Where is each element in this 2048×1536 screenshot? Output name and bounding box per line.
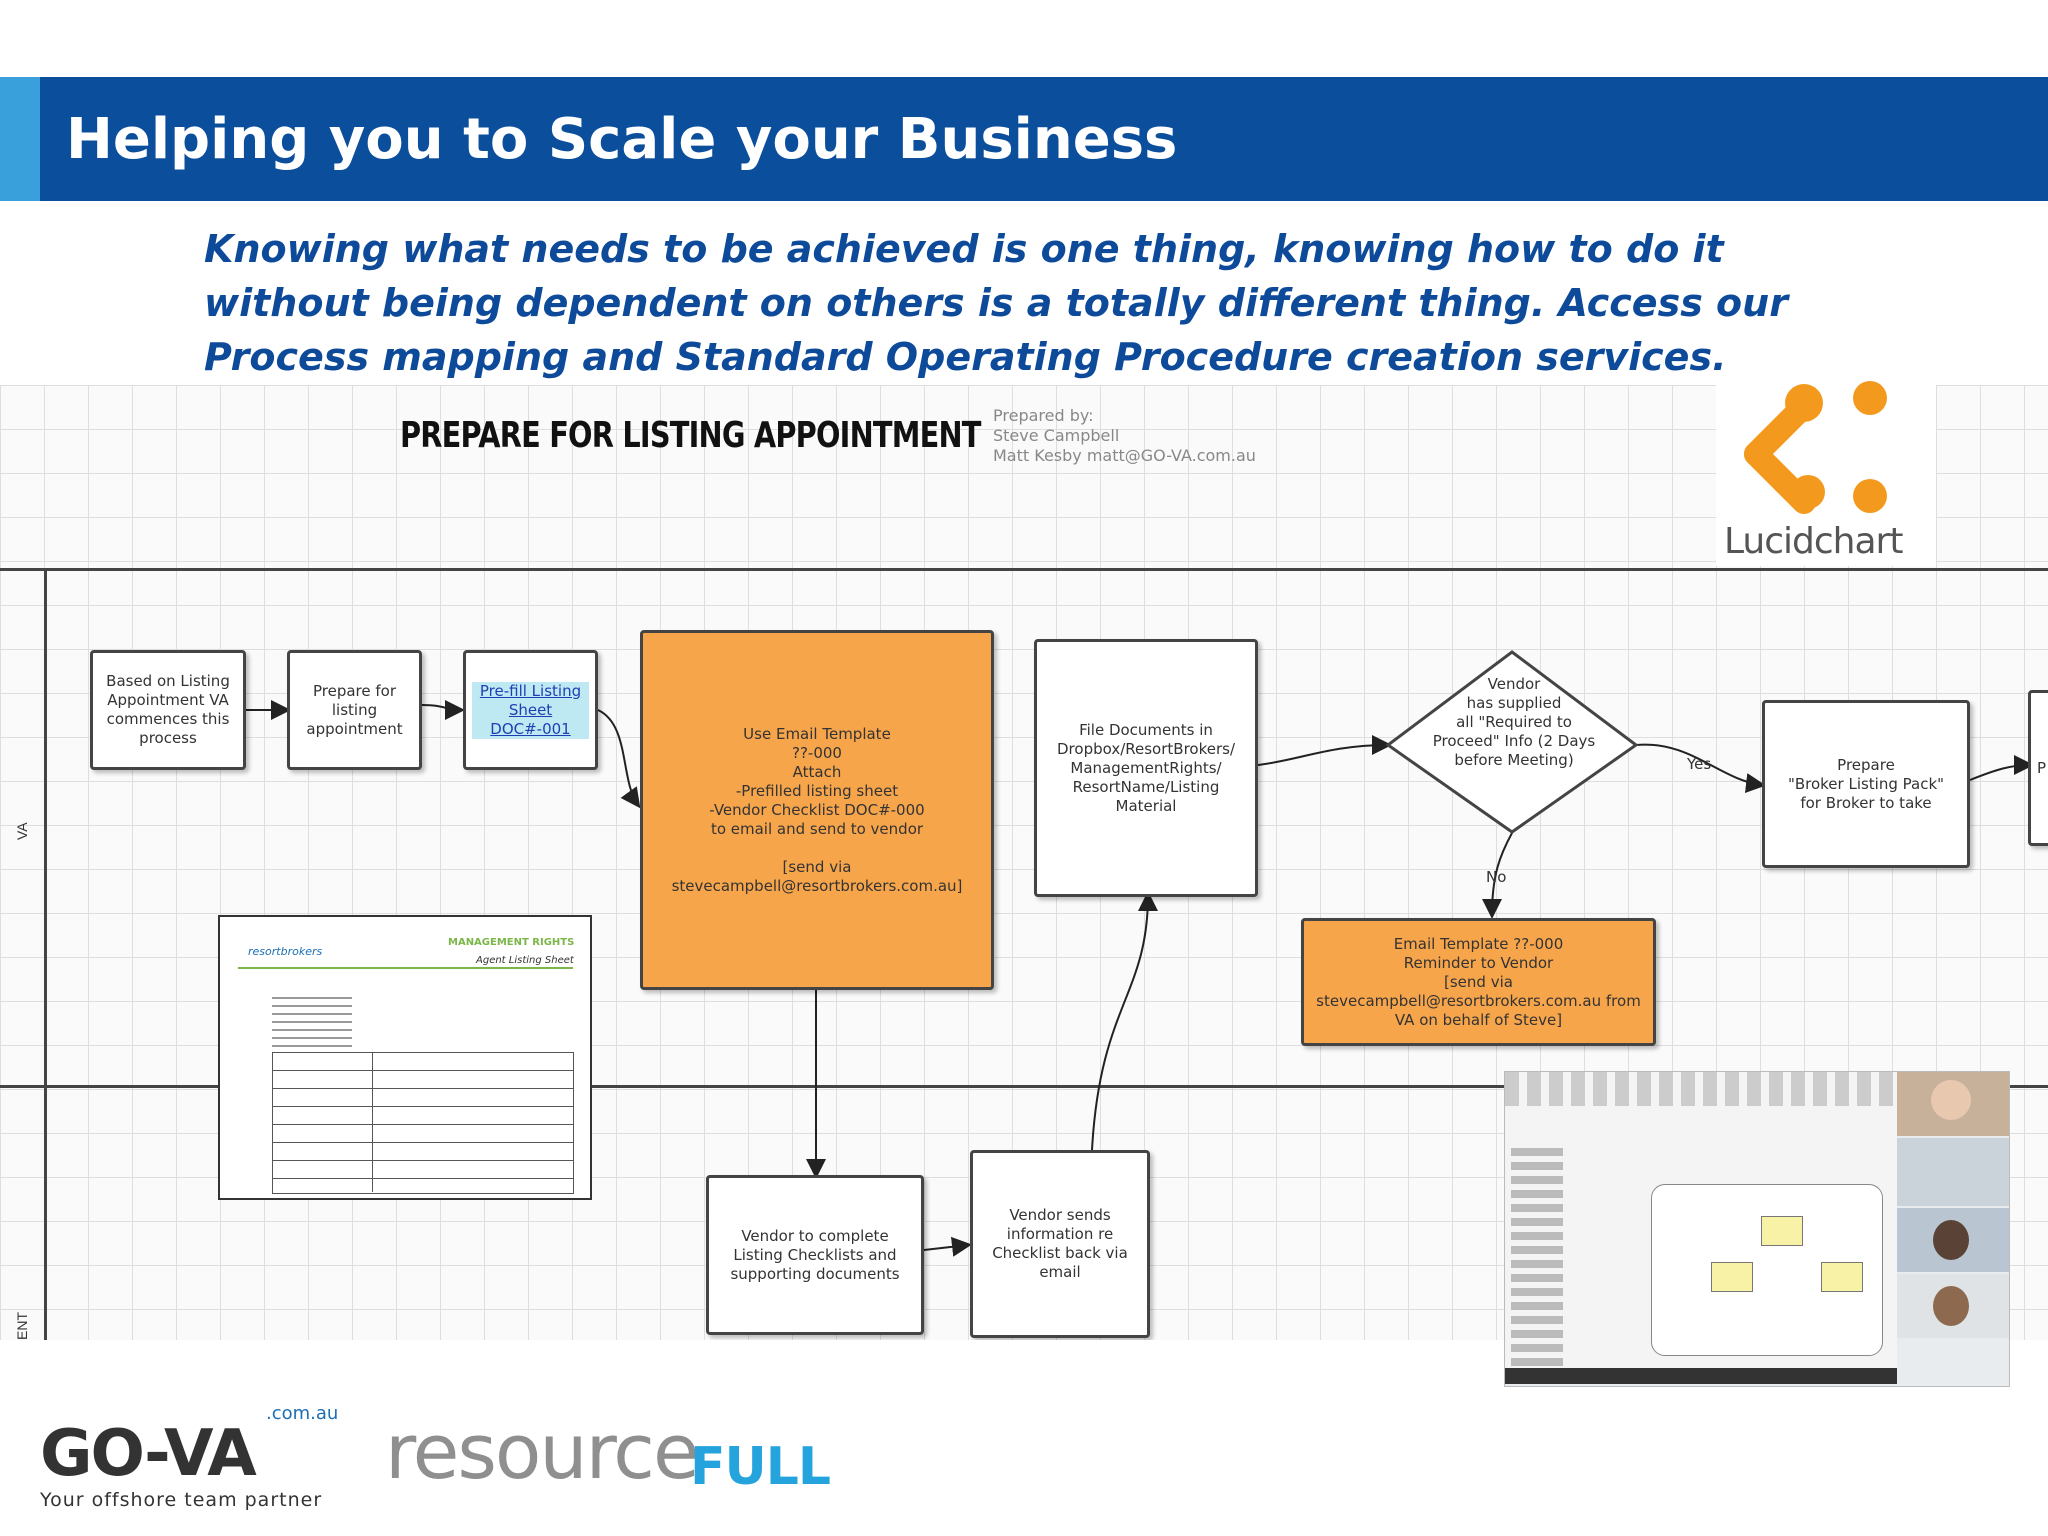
resourcefull-part2: FULL — [690, 1437, 831, 1497]
go-va-domain: .com.au — [266, 1403, 339, 1424]
decision-vendor-supplied[interactable]: Vendor has supplied all "Required to Pro… — [1432, 675, 1596, 769]
label-yes: Yes — [1687, 755, 1712, 773]
arrow-decision-n6 — [1635, 743, 1766, 794]
node-file-documents[interactable]: File Documents in Dropbox/ResortBrokers/… — [1034, 639, 1258, 897]
node-use-email-template[interactable]: Use Email Template ??-000 Attach -Prefil… — [640, 630, 994, 990]
flow-connectors — [246, 650, 2034, 1257]
prepared-by-name: Steve Campbell — [993, 426, 1120, 445]
lane-top-line — [0, 568, 2048, 571]
flowchart-canvas: PREPARE FOR LISTING APPOINTMENT Prepared… — [0, 385, 2048, 1340]
arrow-decision-n7 — [1482, 832, 1513, 919]
arrow-n8-n9 — [923, 1236, 972, 1257]
participant-face-icon — [1933, 1286, 1969, 1326]
doc-form-table — [272, 1052, 574, 1194]
arrow-n3-n4 — [597, 709, 641, 809]
listing-sheet-thumbnail: resortbrokers MANAGEMENT RIGHTS Agent Li… — [218, 915, 592, 1200]
doc-heading-2: Agent Listing Sheet — [476, 955, 574, 966]
doc-note-lines — [272, 997, 352, 1047]
doc-rule — [238, 967, 573, 969]
page-title: Helping you to Scale your Business — [66, 107, 1178, 172]
participant-face-icon — [1933, 1220, 1969, 1260]
lucidchart-wordmark: Lucidchart — [1724, 521, 1903, 562]
go-va-tagline: Your offshore team partner — [40, 1489, 323, 1511]
screen-diagram-node — [1711, 1262, 1753, 1292]
label-no: No — [1486, 868, 1507, 886]
video-call-screenshot — [1504, 1071, 2010, 1387]
screen-shape-panel — [1511, 1148, 1563, 1368]
go-va-logo: .com.au GO-VA Your offshore team partner — [38, 1395, 358, 1515]
doc-heading-1: MANAGEMENT RIGHTS — [448, 937, 575, 948]
resourcefull-logo: resource FULL — [385, 1405, 855, 1515]
prepared-by-contact: Matt Kesby matt@GO-VA.com.au — [993, 446, 1256, 465]
node-prepare-appointment[interactable]: Prepare for listing appointment — [287, 650, 422, 770]
node-commence-process[interactable]: Based on Listing Appointment VA commence… — [90, 650, 246, 770]
node-prefill-listing-sheet[interactable]: Pre-fill Listing Sheet DOC#-001 — [463, 650, 598, 770]
title-accent — [0, 77, 40, 201]
doc-brand: resortbrokers — [248, 945, 323, 958]
intro-text: Knowing what needs to be achieved is one… — [204, 227, 1788, 379]
node-email-reminder[interactable]: Email Template ??-000 Reminder to Vendor… — [1301, 918, 1656, 1046]
flowchart-title: PREPARE FOR LISTING APPOINTMENT — [400, 415, 981, 456]
arrow-n2-n3 — [421, 699, 465, 720]
doc-table-col — [372, 1052, 373, 1192]
prepared-by-label: Prepared by: — [993, 406, 1094, 425]
node-vendor-sends-info[interactable]: Vendor sends information re Checklist ba… — [970, 1150, 1150, 1338]
listing-sheet-link[interactable]: Pre-fill Listing Sheet DOC#-001 — [472, 681, 589, 739]
screen-taskbar — [1505, 1368, 1897, 1384]
node-prepare-broker-pack[interactable]: Prepare "Broker Listing Pack" for Broker… — [1762, 700, 1970, 868]
arrow-n6-next — [1969, 755, 2034, 781]
screen-toolbar — [1505, 1072, 1897, 1106]
title-bar — [0, 77, 2048, 201]
lucidchart-logo: Lucidchart — [1716, 376, 1936, 566]
node-vendor-complete-checklist[interactable]: Vendor to complete Listing Checklists an… — [706, 1175, 924, 1335]
resourcefull-part1: resource — [385, 1407, 700, 1496]
participant-face-icon — [1931, 1080, 1971, 1120]
arrow-n9-n5 — [1091, 891, 1158, 1151]
lane-header-line — [44, 568, 47, 1340]
screen-diagram-node — [1821, 1262, 1863, 1292]
go-va-wordmark: GO-VA — [40, 1417, 257, 1491]
screen-diagram-node — [1761, 1216, 1803, 1246]
arrow-n5-decision — [1257, 735, 1392, 766]
lucidchart-icon — [1744, 381, 1887, 514]
decision-diamond — [1385, 650, 1639, 834]
participant-video-2 — [1897, 1138, 2009, 1206]
lane-divider-line — [0, 1085, 2048, 1088]
node-next-partial[interactable]: P — [2028, 690, 2048, 846]
